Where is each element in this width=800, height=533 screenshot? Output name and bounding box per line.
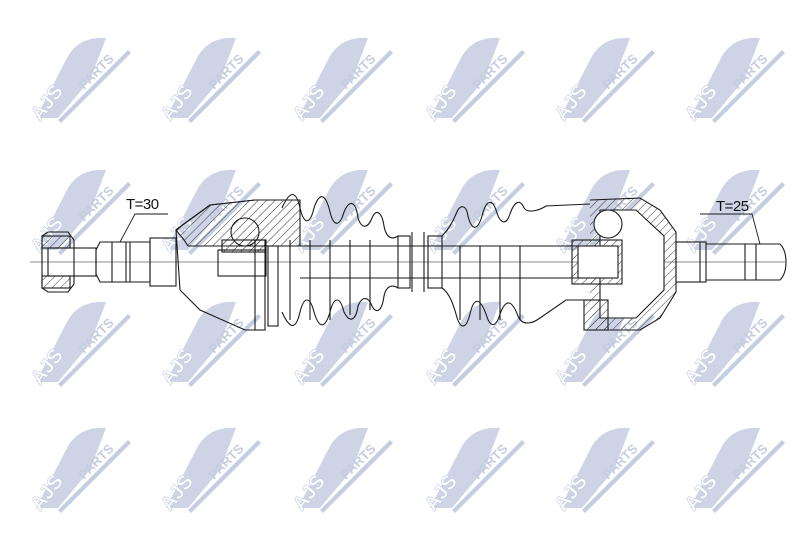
left-hub-nut bbox=[41, 231, 97, 293]
left-spline-shaft bbox=[95, 237, 177, 287]
center-shaft bbox=[300, 232, 590, 292]
right-spline-teeth-label: T=25 bbox=[716, 198, 749, 215]
right-boot bbox=[441, 201, 591, 327]
right-inner-cv-joint bbox=[571, 197, 677, 331]
right-stub-shaft bbox=[675, 241, 787, 283]
left-outer-cv-joint bbox=[175, 199, 301, 331]
left-spline-teeth-label: T=30 bbox=[126, 196, 159, 213]
